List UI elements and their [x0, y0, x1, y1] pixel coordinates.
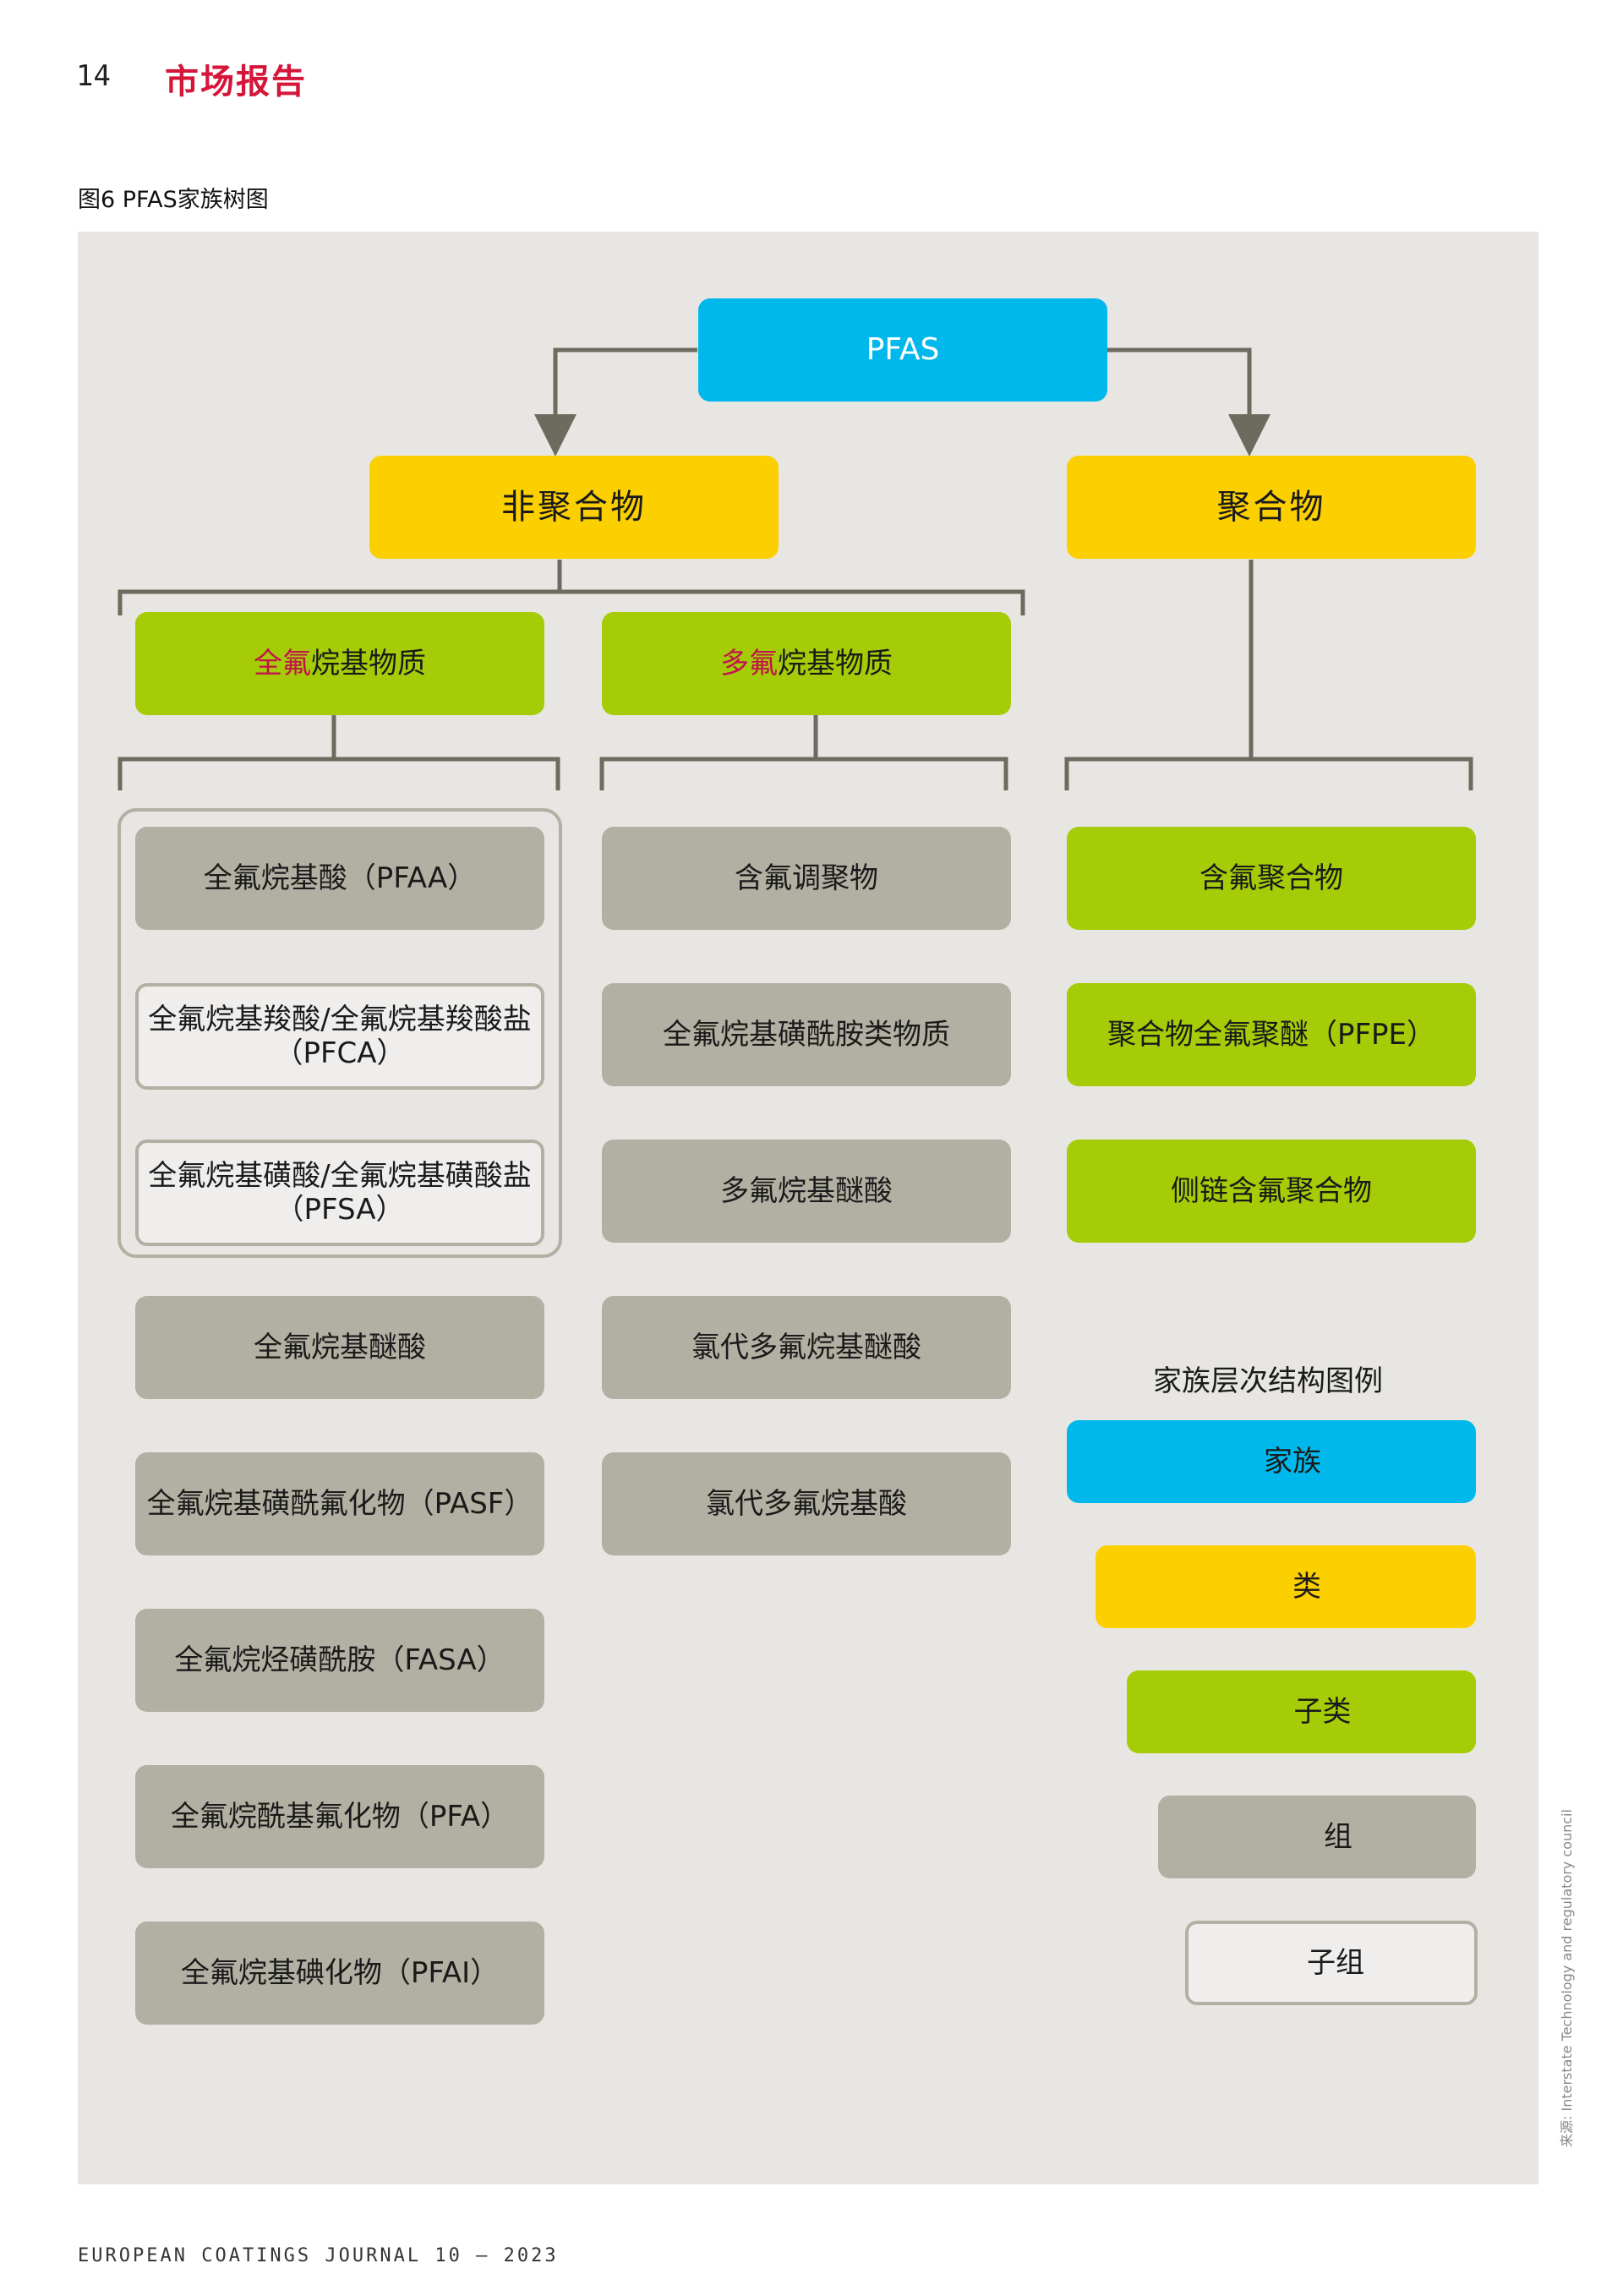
node-pasf: 全氟烷基磺酰氟化物（PASF）	[135, 1452, 544, 1555]
node-polymer: 聚合物	[1067, 456, 1476, 559]
bracket-polyfluoro	[599, 757, 1008, 790]
node-non-polymer: 非聚合物	[369, 456, 779, 559]
node-pfsa: 全氟烷基磺酸/全氟烷基磺酸盐（PFSA）	[135, 1140, 544, 1246]
bracket-polymer	[1064, 757, 1473, 790]
node-perfluoroalkyl-substances: 全氟烷基物质	[135, 612, 544, 715]
legend-group: 组	[1158, 1796, 1476, 1878]
node-perfluoroalkane-sulfonamido: 全氟烷基磺酰胺类物质	[602, 983, 1011, 1086]
bracket-perfluoro	[117, 757, 560, 790]
legend-subgroup: 子组	[1185, 1921, 1478, 2005]
node-pfaa: 全氟烷基酸（PFAA）	[135, 827, 544, 930]
node-polyfluoroalkyl-ether-acid: 多氟烷基醚酸	[602, 1140, 1011, 1243]
legend-family: 家族	[1067, 1420, 1476, 1503]
journal-footer: EUROPEAN COATINGS JOURNAL 10 – 2023	[78, 2245, 559, 2266]
node-fasa: 全氟烷烃磺酰胺（FASA）	[135, 1609, 544, 1712]
perfluoro-rest: 烷基物质	[311, 647, 426, 681]
node-pfca: 全氟烷基羧酸/全氟烷基羧酸盐（PFCA）	[135, 983, 544, 1090]
node-fluorotelomer: 含氟调聚物	[602, 827, 1011, 930]
node-chloro-polyfluoroalkyl-acid: 氯代多氟烷基酸	[602, 1452, 1011, 1555]
pfaa-group-outline	[117, 808, 562, 1258]
node-pfas-family: PFAS	[698, 298, 1107, 402]
node-polyfluoroalkyl-substances: 多氟烷基物质	[602, 612, 1011, 715]
node-side-chain-fluoropolymer: 侧链含氟聚合物	[1067, 1140, 1476, 1243]
node-chloro-polyfluoroalkyl-ether-acid: 氯代多氟烷基醚酸	[602, 1296, 1011, 1399]
legend-subclass: 子类	[1127, 1670, 1476, 1753]
connector-root-polymer	[1107, 347, 1271, 456]
section-title: 市场报告	[165, 63, 307, 101]
perfluoro-highlight: 全氟	[254, 647, 311, 681]
node-pfaes: 全氟烷基醚酸	[135, 1296, 544, 1399]
legend-title: 家族层次结构图例	[1153, 1364, 1383, 1398]
node-pfa: 全氟烷酰基氟化物（PFA）	[135, 1765, 544, 1868]
bracket-nonpolymer	[117, 589, 1025, 615]
node-pfai: 全氟烷基碘化物（PFAI）	[135, 1922, 544, 2025]
page-number: 14	[76, 59, 111, 93]
source-note: 来源: Interstate Technology and regulatory…	[1559, 1809, 1575, 2147]
legend-class: 类	[1096, 1545, 1476, 1628]
figure-caption: 图6 PFAS家族树图	[78, 187, 269, 213]
polyfluoro-rest: 烷基物质	[778, 647, 893, 681]
connector-root-nonpolymer	[534, 347, 697, 456]
node-pfpe: 聚合物全氟聚醚（PFPE）	[1067, 983, 1476, 1086]
node-fluoropolymer: 含氟聚合物	[1067, 827, 1476, 930]
polyfluoro-highlight: 多氟	[720, 647, 778, 681]
